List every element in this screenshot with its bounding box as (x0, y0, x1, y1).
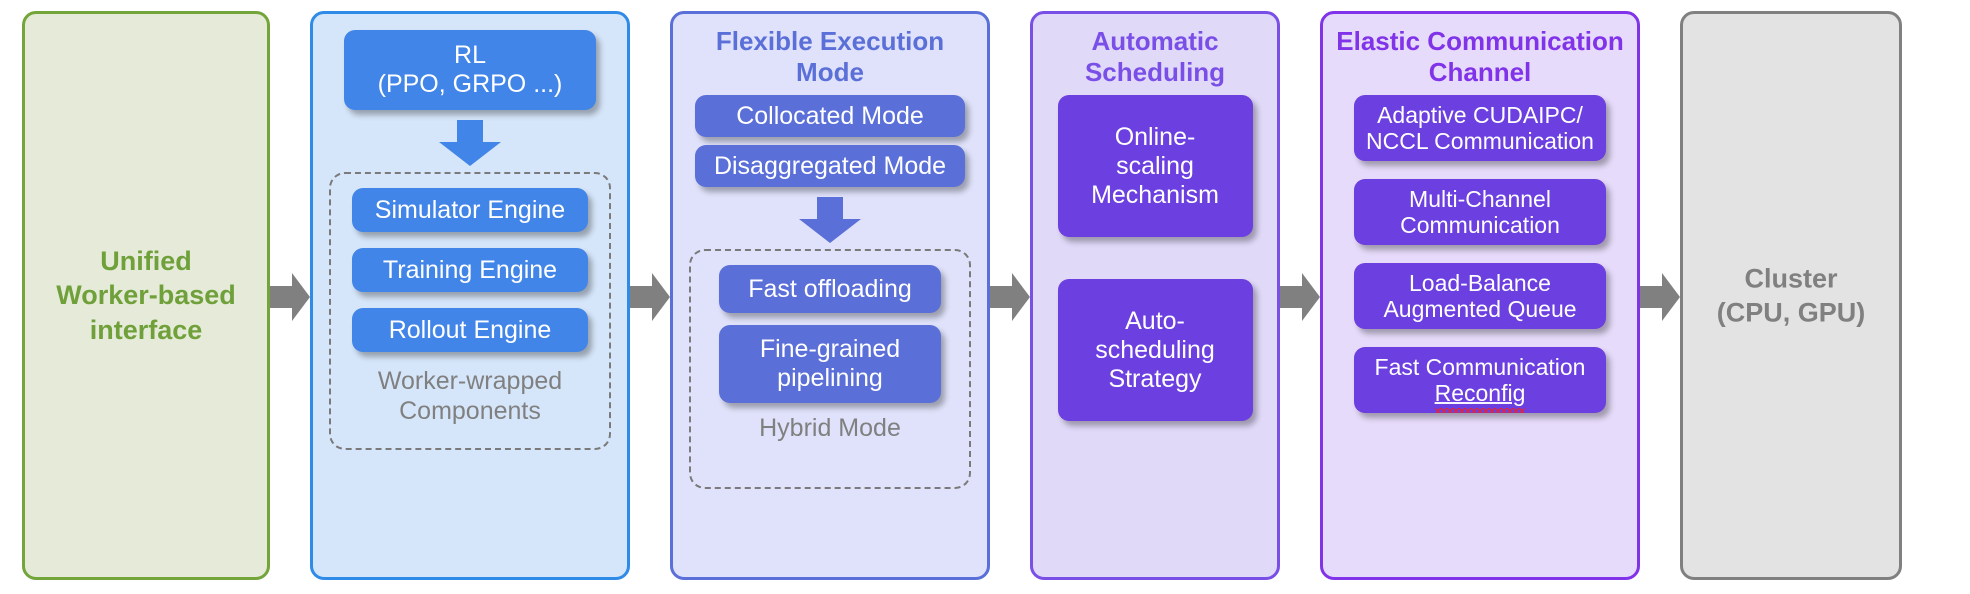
heading-flexible-line-2: Mode (796, 56, 864, 87)
arrow-communication-to-cluster-icon (1640, 269, 1680, 325)
stage-elastic-communication-channel[interactable]: Elastic Communication Channel Adaptive C… (1320, 11, 1640, 580)
chip-fast-offloading-line-1: Fast offloading (748, 274, 912, 303)
right-margin (1902, 0, 1924, 594)
arrow-engines-to-execution-icon (630, 269, 670, 325)
group-hybrid-mode: Fast offloading Fine-grained pipelining … (689, 249, 971, 490)
chip-adaptive-cudaipc-nccl[interactable]: Adaptive CUDAIPC/ NCCL Communication (1354, 95, 1606, 162)
chip-online-scaling-line-2: scaling (1116, 151, 1194, 180)
chip-adaptive-line-2: NCCL Communication (1366, 128, 1594, 155)
chip-fine-grained-line-2: pipelining (777, 364, 883, 393)
unified-interface-label: Unified Worker-based interface (25, 244, 267, 348)
group-worker-wrapped-components: Simulator Engine Training Engine Rollout… (329, 172, 611, 450)
stage-rl-engines[interactable]: RL (PPO, GRPO ...) Simulator Engine Trai… (310, 11, 630, 580)
heading-elastic-line-2: Channel (1428, 56, 1532, 87)
chip-rl-line-1: RL (454, 41, 486, 69)
cluster-line-1: Cluster (1744, 262, 1838, 293)
cluster-label: Cluster (CPU, GPU) (1683, 261, 1899, 330)
chip-fine-grained-pipelining[interactable]: Fine-grained pipelining (719, 325, 941, 404)
chip-reconfig-misspelled-word: Reconfig (1434, 380, 1526, 413)
unified-interface-line-3: interface (89, 314, 203, 345)
left-margin (0, 0, 22, 594)
stage-automatic-scheduling[interactable]: Automatic Scheduling Online- scaling Mec… (1030, 11, 1280, 580)
chip-collocated-mode[interactable]: Collocated Mode (695, 95, 965, 138)
arrow-scheduling-to-communication-icon (1280, 269, 1320, 325)
group-caption-line-1: Worker-wrapped (377, 367, 563, 395)
chip-auto-scheduling-line-2: scheduling (1095, 335, 1215, 364)
arrow-modes-to-hybrid-icon (799, 197, 861, 244)
chip-fine-grained-line-1: Fine-grained (759, 335, 901, 364)
stage-flexible-execution-mode[interactable]: Flexible Execution Mode Collocated Mode … (670, 11, 990, 580)
arrow-rl-to-components-icon (439, 120, 501, 166)
chip-fast-communication-reconfig[interactable]: Fast Communication Reconfig (1354, 347, 1606, 414)
arrow-interface-to-engines-icon (270, 269, 310, 325)
chip-multi-channel-communication[interactable]: Multi-Channel Communication (1354, 179, 1606, 246)
heading-flexible-execution-mode: Flexible Execution Mode (673, 14, 987, 95)
heading-automatic-scheduling: Automatic Scheduling (1033, 14, 1277, 95)
heading-elastic-communication-channel: Elastic Communication Channel (1323, 14, 1637, 95)
group-caption-hybrid-mode: Hybrid Mode (759, 414, 901, 443)
chip-online-scaling-line-3: Mechanism (1091, 180, 1219, 209)
chip-training-engine[interactable]: Training Engine (352, 248, 588, 292)
group-caption-line-2: Components (399, 397, 541, 425)
arrow-execution-to-scheduling-icon (990, 269, 1030, 325)
chip-online-scaling-line-1: Online- (1114, 122, 1196, 151)
stage-unified-worker-interface[interactable]: Unified Worker-based interface (22, 11, 270, 580)
chip-rl-line-2: (PPO, GRPO ...) (377, 70, 563, 98)
chip-loadbalance-line-2: Augmented Queue (1383, 296, 1577, 323)
chip-multichannel-line-2: Communication (1400, 212, 1560, 239)
heading-scheduling-line-2: Scheduling (1084, 56, 1226, 87)
heading-flexible-line-1: Flexible Execution (715, 26, 945, 56)
chip-simulator-engine[interactable]: Simulator Engine (352, 188, 588, 232)
chip-reconfig-line-1: Fast Communication (1374, 353, 1586, 380)
heading-scheduling-line-1: Automatic (1091, 26, 1219, 56)
heading-elastic-line-1: Elastic Communication (1336, 26, 1624, 56)
chip-fast-offloading[interactable]: Fast offloading (719, 265, 941, 314)
chip-loadbalance-line-1: Load-Balance (1409, 269, 1551, 296)
chip-auto-scheduling-strategy[interactable]: Auto- scheduling Strategy (1057, 279, 1253, 422)
chip-online-scaling-mechanism[interactable]: Online- scaling Mechanism (1057, 95, 1253, 238)
chip-multichannel-line-1: Multi-Channel (1409, 185, 1551, 212)
cluster-line-2: (CPU, GPU) (1716, 297, 1866, 328)
stage-cluster[interactable]: Cluster (CPU, GPU) (1680, 11, 1902, 580)
chip-load-balance-augmented-queue[interactable]: Load-Balance Augmented Queue (1354, 263, 1606, 330)
unified-interface-line-2: Worker-based (56, 280, 236, 311)
chip-disaggregated-mode[interactable]: Disaggregated Mode (695, 145, 965, 188)
chip-auto-scheduling-line-3: Strategy (1108, 364, 1202, 393)
chip-rollout-engine[interactable]: Rollout Engine (352, 308, 588, 352)
chip-adaptive-line-1: Adaptive CUDAIPC/ (1377, 101, 1583, 128)
chip-auto-scheduling-line-1: Auto- (1125, 306, 1185, 335)
chip-rl-algorithms[interactable]: RL (PPO, GRPO ...) (344, 30, 596, 110)
unified-interface-line-1: Unified (100, 245, 192, 276)
group-caption-worker-wrapped: Worker-wrapped Components (372, 364, 568, 426)
